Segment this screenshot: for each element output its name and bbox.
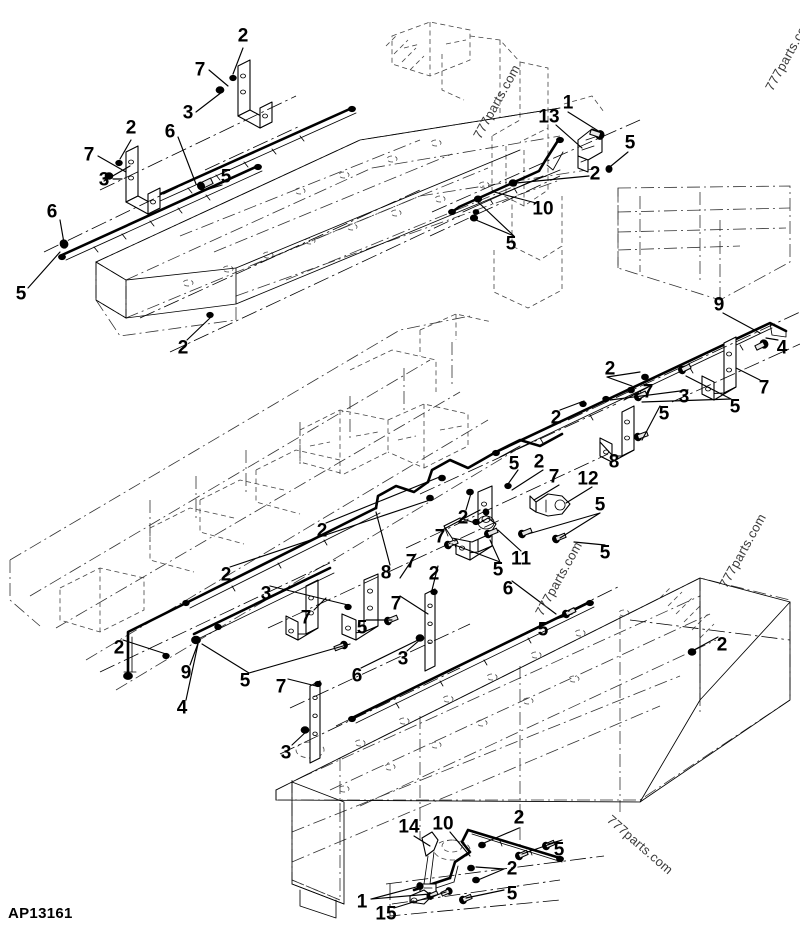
callout-number: 2 [177, 337, 189, 359]
callout-number: 5 [239, 670, 251, 692]
callout-number: 2 [220, 564, 232, 586]
callout-number: 5 [624, 132, 636, 154]
callout-number: 11 [510, 548, 532, 570]
callout-number: 6 [351, 665, 363, 687]
callout-number: 2 [604, 358, 616, 380]
callout-number: 3 [397, 648, 409, 670]
callout-number: 2 [113, 637, 125, 659]
callout-number: 7 [405, 551, 417, 573]
part-pivot-pin-15 [409, 889, 433, 905]
callout-number: 9 [180, 662, 192, 684]
callout-number: 5 [492, 559, 504, 581]
part-long-rod-lower [58, 163, 263, 261]
callout-number: 3 [182, 102, 194, 124]
part-vertical-bracket-1 [415, 588, 438, 672]
callout-number: 5 [553, 839, 565, 861]
callout-number: 8 [380, 562, 392, 584]
callout-number: 7 [390, 593, 402, 615]
callout-number: 5 [508, 453, 520, 475]
callout-number: 13 [538, 106, 560, 128]
callout-number: 5 [594, 494, 606, 516]
callout-number: 5 [537, 619, 549, 641]
assembly-centerlines [43, 95, 800, 917]
callout-number: 7 [300, 607, 312, 629]
callout-number: 7 [642, 381, 654, 403]
callout-number: 3 [98, 169, 110, 191]
callout-number: 2 [316, 520, 328, 542]
callout-number: 10 [532, 198, 554, 220]
callout-number: 7 [548, 466, 560, 488]
callout-number: 7 [758, 377, 770, 399]
part-bent-linkage-center [123, 450, 498, 680]
callout-number: 8 [608, 451, 620, 473]
callout-number: 5 [599, 542, 611, 564]
callout-number: 3 [280, 742, 292, 764]
callout-number: 5 [506, 883, 518, 905]
callout-number: 5 [220, 166, 232, 188]
callout-number: 1 [356, 891, 368, 913]
fasteners-right-mid [579, 339, 769, 442]
part-bracket-center-1 [341, 573, 379, 641]
callout-number: 2 [533, 451, 545, 473]
callout-number: 1 [562, 92, 574, 114]
part-vertical-bracket-2 [300, 680, 322, 764]
callout-number: 3 [260, 583, 272, 605]
callout-number: 12 [577, 468, 599, 490]
callout-number: 7 [434, 526, 446, 548]
callout-number: 10 [432, 813, 454, 835]
callout-number: 6 [46, 201, 58, 223]
callout-number: 4 [176, 697, 188, 719]
part-bent-linkage-center-2 [494, 432, 564, 458]
callout-number: 5 [356, 617, 368, 639]
callout-number: 2 [550, 407, 562, 429]
callout-number: 6 [502, 578, 514, 600]
callout-number: 14 [398, 816, 420, 838]
callout-number: 2 [457, 507, 469, 529]
callout-number: 2 [125, 117, 137, 139]
callout-number: 7 [83, 144, 95, 166]
callout-number: 2 [589, 163, 601, 185]
callout-number: 7 [275, 676, 287, 698]
callout-number: 3 [678, 386, 690, 408]
callout-number: 2 [716, 634, 728, 656]
callout-number: 6 [164, 121, 176, 143]
callout-number: 5 [729, 396, 741, 418]
document-id-label: AP13161 [8, 905, 73, 922]
callout-number: 7 [194, 59, 206, 81]
callout-number: 2 [506, 858, 518, 880]
leader-lines [27, 47, 779, 909]
part-bracket-center-3 [285, 579, 319, 641]
callout-number: 2 [237, 25, 249, 47]
callout-number: 5 [658, 403, 670, 425]
callout-number: 5 [505, 233, 517, 255]
part-clevis-12 [529, 493, 571, 517]
callout-number: 4 [776, 337, 788, 359]
part-bracket-upper-1 [237, 59, 273, 129]
part-rod-left-lower [192, 566, 335, 640]
fasteners-top-left [59, 74, 237, 319]
part-bracket-upper-2 [125, 145, 161, 215]
callout-number: 2 [428, 563, 440, 585]
callout-number: 2 [513, 807, 525, 829]
callout-number: 15 [375, 903, 397, 925]
callout-number: 5 [15, 283, 27, 305]
callout-number: 9 [713, 294, 725, 316]
